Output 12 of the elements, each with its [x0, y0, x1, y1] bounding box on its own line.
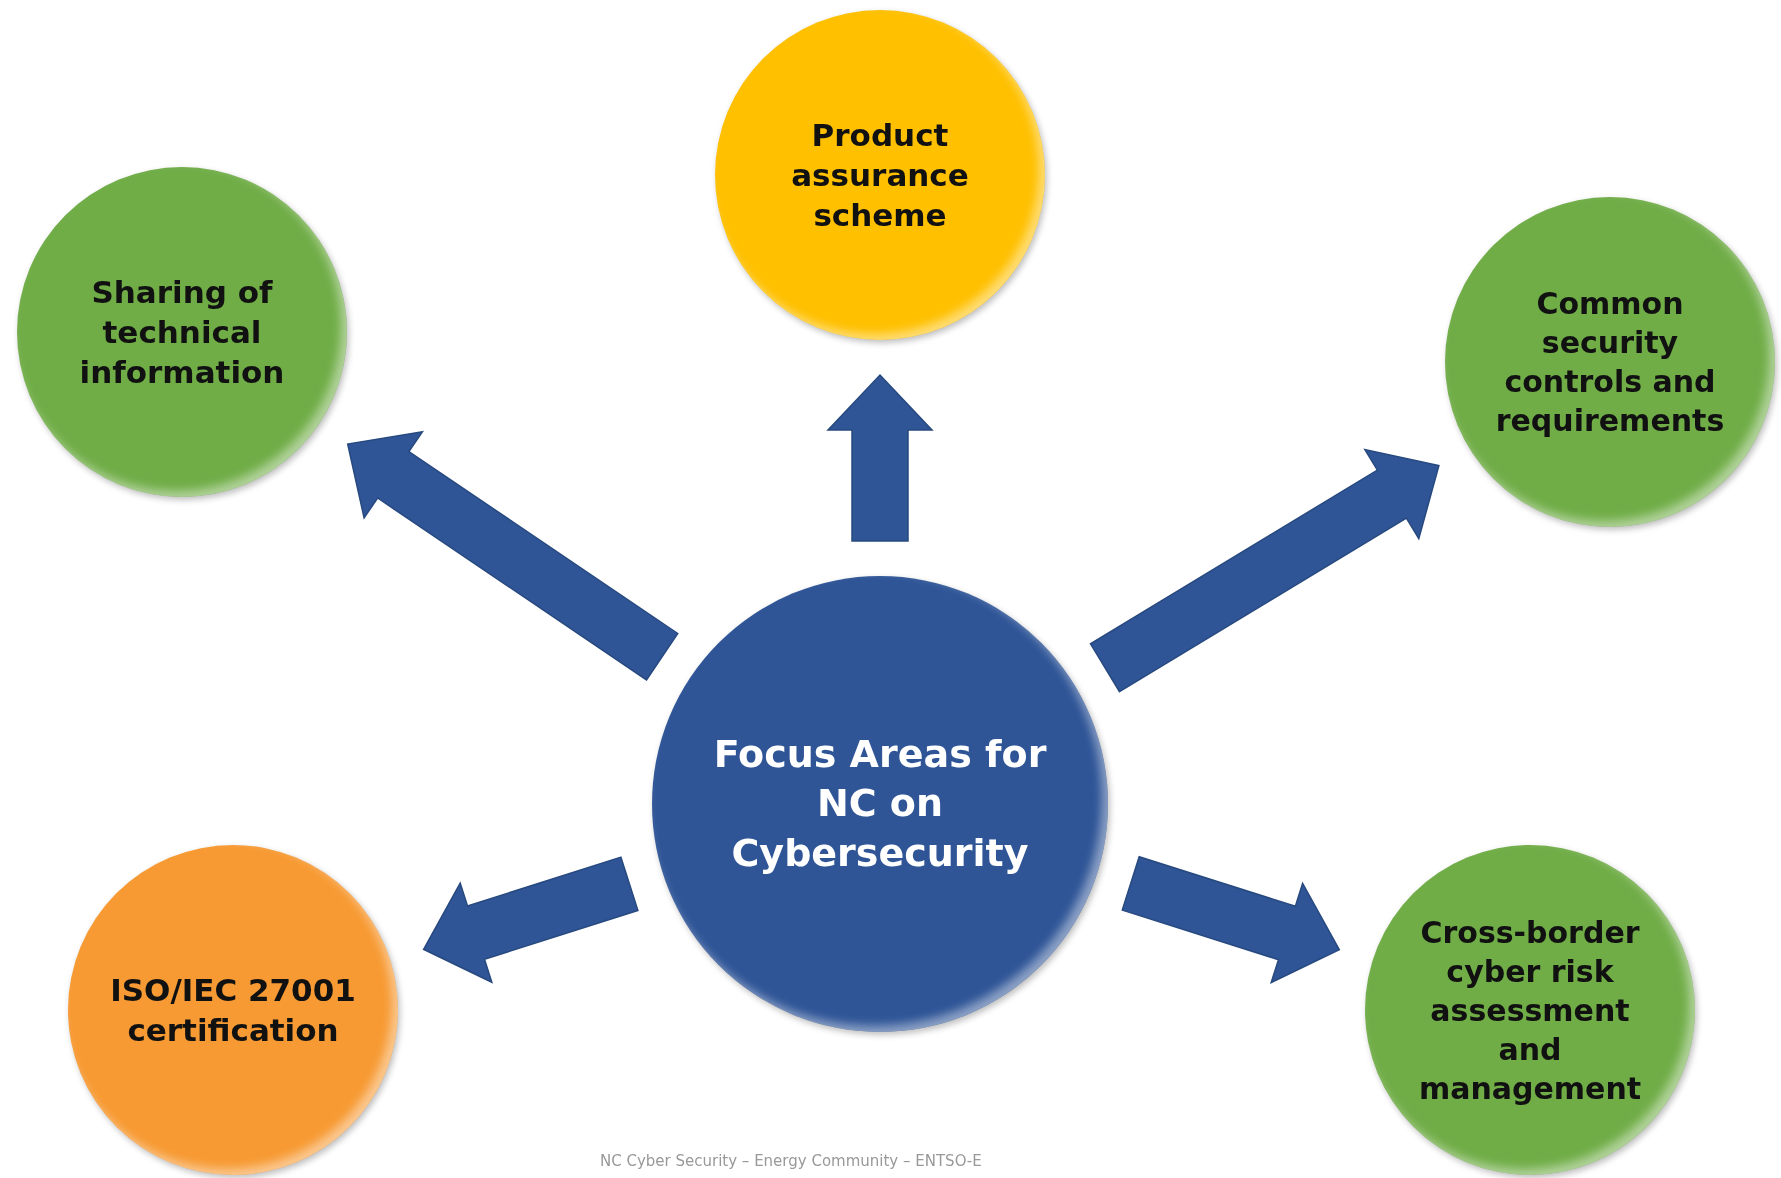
node-label: Sharing of technical information [78, 272, 286, 393]
block-arrow [1089, 448, 1440, 693]
node-label: Focus Areas for NC on Cybersecurity [712, 730, 1048, 877]
node-label: Common security controls and requirements [1494, 285, 1726, 440]
block-arrow [422, 856, 639, 984]
node-label: Product assurance scheme [790, 115, 970, 236]
block-arrow [1121, 855, 1341, 984]
node-label: Cross-border cyber risk assessment and management [1417, 913, 1643, 1108]
footer-text: NC Cyber Security – Energy Community – ENTSO-E [600, 1152, 982, 1170]
block-arrow [346, 430, 679, 681]
node-label: ISO/IEC 27001 certification [109, 970, 357, 1050]
block-arrow [826, 373, 934, 542]
